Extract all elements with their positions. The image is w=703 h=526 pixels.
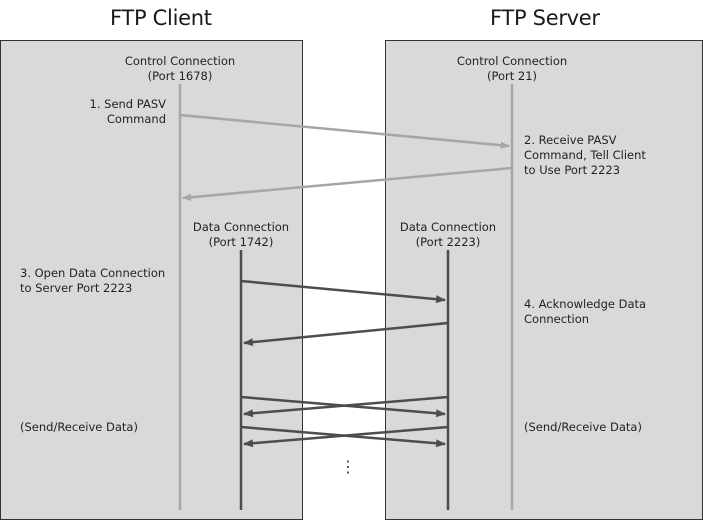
client-title: FTP Client [110,6,212,30]
data-transfer-arrow [243,425,449,448]
acknowledge-data-arrow [243,321,449,347]
server-control-label: Control Connection (Port 21) [456,54,568,83]
open-data-connection-arrow [240,279,446,304]
step2-label: 2. Receive PASV Command, Tell Client to … [524,133,646,177]
server-send-receive-label: (Send/Receive Data) [524,420,642,434]
step1-label: 1. Send PASV Command [89,97,166,126]
step4-label: 4. Acknowledge Data Connection [524,297,647,326]
client-send-receive-label: (Send/Receive Data) [20,420,138,434]
pasv-command-arrow [179,113,510,149]
server-data-label: Data Connection (Port 2223) [399,220,497,249]
client-data-label: Data Connection (Port 1742) [192,220,290,249]
continuation-ellipsis: ⋮ [340,457,356,476]
pasv-reply-arrow [182,166,513,201]
client-control-label: Control Connection (Port 1678) [124,54,236,83]
step3-label: 3. Open Data Connection to Server Port 2… [20,266,166,295]
server-title: FTP Server [490,6,600,30]
data-transfer-arrow [243,395,449,418]
